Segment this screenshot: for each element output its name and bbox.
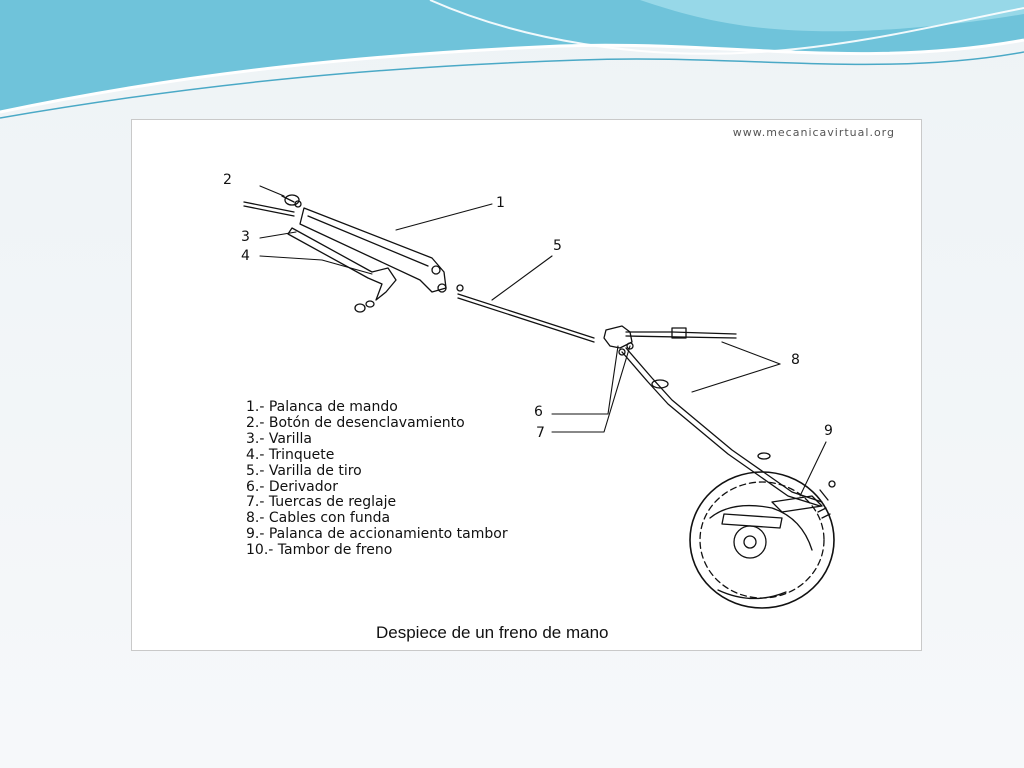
legend-item: 6.- Derivador: [246, 478, 338, 495]
legend-item: 2.- Botón de desenclavamiento: [246, 414, 465, 431]
callout-3: 3: [241, 229, 250, 245]
legend-item: 4.- Trinquete: [246, 446, 335, 463]
diagram-figure: www.mecanicavirtual.org 2 1 3 4 5 6 7 8 …: [131, 119, 922, 651]
header-wave-decoration: [0, 0, 1024, 119]
small-parts-drawing: [354, 284, 464, 313]
equalizer-drawing: [603, 325, 634, 356]
legend-item: 10.- Tambor de freno: [246, 542, 393, 559]
handbrake-exploded-diagram: [243, 185, 836, 609]
callout-2: 2: [223, 172, 232, 188]
callout-6: 6: [534, 404, 543, 420]
legend-item: 7.- Tuercas de reglaje: [246, 494, 397, 511]
callout-8: 8: [791, 352, 800, 368]
rod-drawing: [243, 201, 295, 217]
source-watermark: www.mecanicavirtual.org: [732, 126, 895, 139]
pull-rod-drawing: [457, 293, 595, 343]
legend-item: 9.- Palanca de accionamiento tambor: [246, 526, 508, 543]
legend-item: 1.- Palanca de mando: [246, 399, 398, 415]
callout-4: 4: [241, 248, 250, 264]
callout-1: 1: [496, 195, 505, 211]
legend-item: 8.- Cables con funda: [246, 510, 391, 527]
callout-7: 7: [536, 425, 545, 441]
callout-9: 9: [824, 423, 833, 439]
callout-5: 5: [553, 238, 562, 254]
legend-item: 3.- Varilla: [246, 430, 312, 447]
cables-drawing: [621, 327, 823, 507]
figure-caption: Despiece de un freno de mano: [376, 623, 609, 642]
brake-drum-drawing: [689, 471, 836, 609]
legend-item: 5.- Varilla de tiro: [246, 462, 362, 479]
leader-lines: [259, 185, 827, 497]
parts-legend: 1.- Palanca de mando 2.- Botón de desenc…: [246, 399, 508, 559]
ratchet-drawing: [287, 227, 447, 301]
